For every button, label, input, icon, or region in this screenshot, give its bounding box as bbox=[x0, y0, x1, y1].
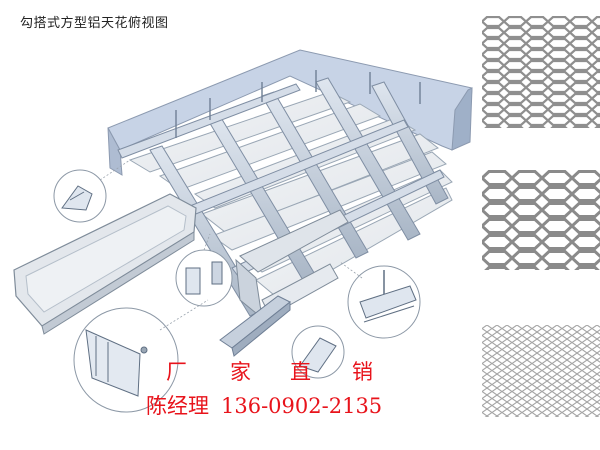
detail-hanger-keel bbox=[347, 265, 421, 339]
promo-slogan: 厂 家 直 销 bbox=[166, 356, 376, 384]
leader-lines bbox=[99, 159, 363, 331]
ceiling-slab bbox=[107, 49, 473, 176]
contact-phone: 136-0902-2135 bbox=[221, 394, 383, 418]
diagram-title: 勾搭式方型铝天花俯视图 bbox=[20, 16, 169, 31]
detail-hook-connector bbox=[53, 169, 107, 223]
contact-name: 陈经理 bbox=[146, 394, 209, 418]
mesh-swatch-fine-diamond bbox=[482, 325, 600, 417]
mesh-swatch-large-hex bbox=[482, 170, 600, 270]
detail-end-profile bbox=[291, 325, 345, 379]
detail-circles bbox=[53, 169, 421, 413]
slogan-char-2: 家 bbox=[230, 360, 251, 384]
slogan-char-3: 直 bbox=[290, 360, 311, 384]
detail-panel-clip bbox=[175, 249, 233, 307]
loose-panel bbox=[13, 193, 197, 335]
slogan-char-1: 厂 bbox=[166, 360, 187, 384]
slogan-char-4: 销 bbox=[352, 360, 373, 384]
ceiling-illustration bbox=[13, 49, 473, 413]
keel-piece bbox=[219, 295, 291, 357]
mesh-swatch-small-hex bbox=[482, 16, 600, 128]
hanger-rods bbox=[175, 70, 421, 138]
promo-contact: 陈经理 136-0902-2135 bbox=[146, 390, 382, 420]
detail-keel-section bbox=[73, 307, 179, 413]
